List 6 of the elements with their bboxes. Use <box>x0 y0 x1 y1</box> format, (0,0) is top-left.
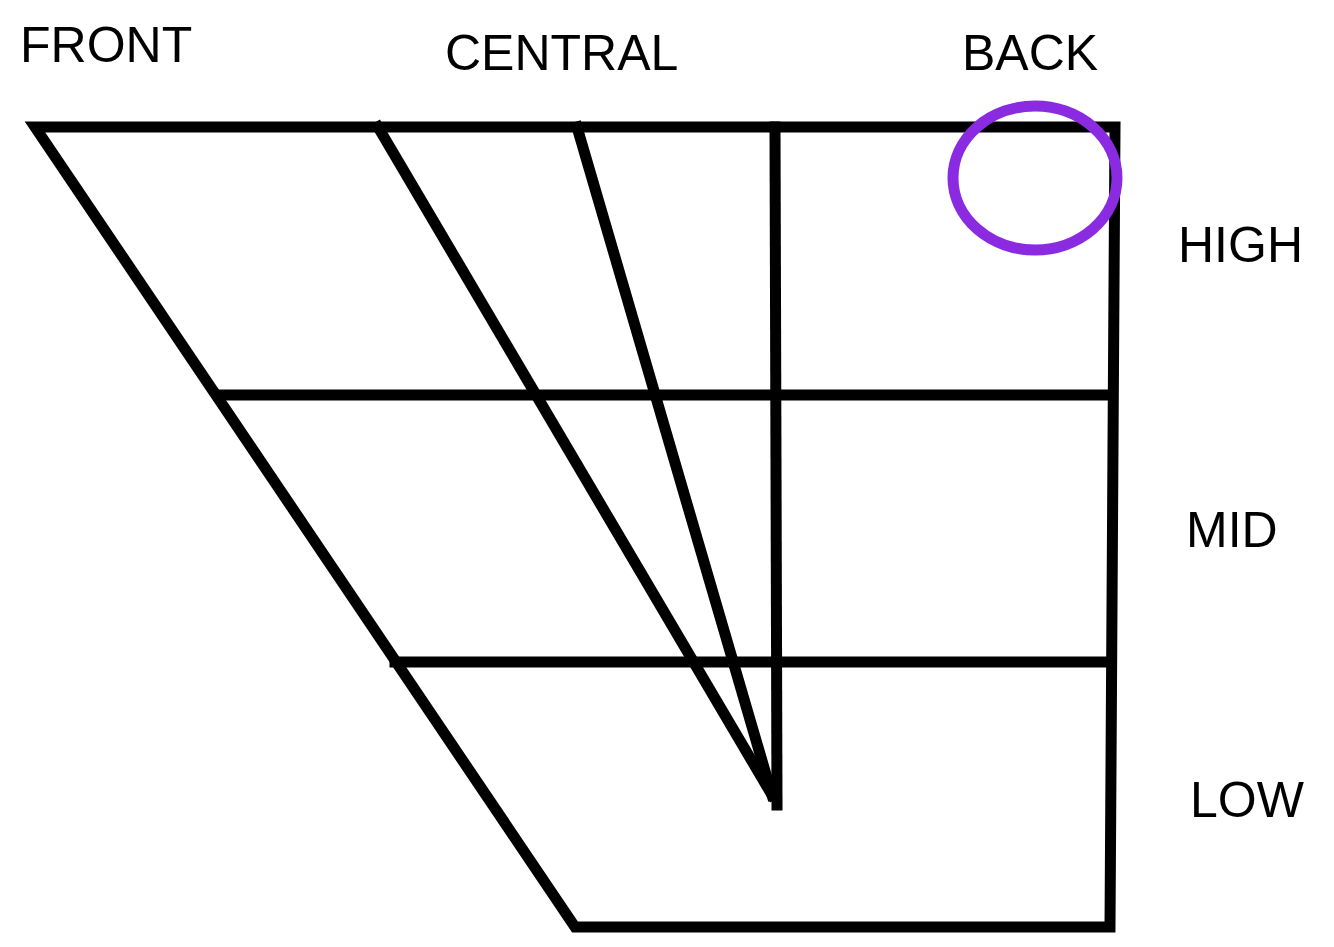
row-label: MID <box>1186 505 1278 555</box>
column-label: CENTRAL <box>445 28 679 78</box>
column-label: BACK <box>962 28 1099 78</box>
column-label: FRONT <box>20 20 193 70</box>
row-label: HIGH <box>1178 220 1303 270</box>
row-label: LOW <box>1190 775 1304 825</box>
